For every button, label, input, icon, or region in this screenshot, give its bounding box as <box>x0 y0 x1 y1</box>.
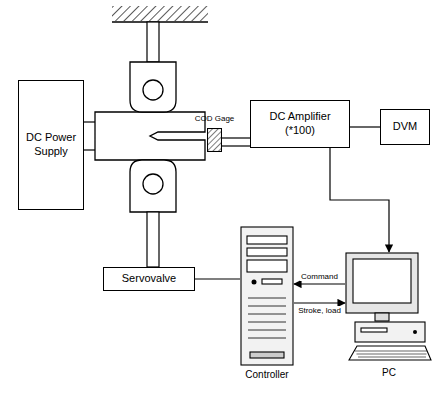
current-wire <box>84 121 95 122</box>
signal-line <box>330 148 389 252</box>
current-wire <box>84 149 95 150</box>
load-rod <box>147 22 159 62</box>
power-supply-box: DC Power Supply <box>18 80 84 210</box>
upper-pin <box>143 80 163 100</box>
signal-line <box>222 137 250 138</box>
part-label: PC <box>382 367 396 378</box>
ceiling-line <box>112 21 208 23</box>
lower-clevis <box>130 160 176 212</box>
pc-computer: PC <box>345 252 433 364</box>
upper-clevis <box>130 62 176 112</box>
controller-computer: Controller <box>240 226 294 366</box>
amplifier-box: DC Amplifier (*100) <box>250 100 350 148</box>
signal-line <box>294 302 345 303</box>
signal-label: Command <box>300 272 339 281</box>
part-label: Controller <box>245 369 288 380</box>
ceiling-hatch <box>112 6 208 21</box>
tower-icon <box>240 226 294 366</box>
ct-specimen <box>95 112 205 160</box>
cod-gage: COD Gage <box>207 128 222 152</box>
signal-line <box>350 126 380 127</box>
box-label: Servovalve <box>122 272 176 286</box>
box-label: DC Power Supply <box>22 131 80 159</box>
actuator-rod <box>147 212 159 267</box>
part-label: COD Gage <box>195 114 235 123</box>
lower-pin <box>143 174 163 194</box>
gage-wire <box>222 145 250 146</box>
pc-icon <box>345 252 433 364</box>
gage-icon <box>207 128 222 152</box>
box-label: DVM <box>393 120 417 134</box>
signal-line <box>294 283 345 284</box>
signal-label: Stroke, load <box>297 306 342 315</box>
signal-line <box>195 278 240 279</box>
box-label: DC Amplifier (*100) <box>254 110 346 138</box>
dvm-box: DVM <box>380 109 430 145</box>
servovalve-box: Servovalve <box>103 267 195 291</box>
